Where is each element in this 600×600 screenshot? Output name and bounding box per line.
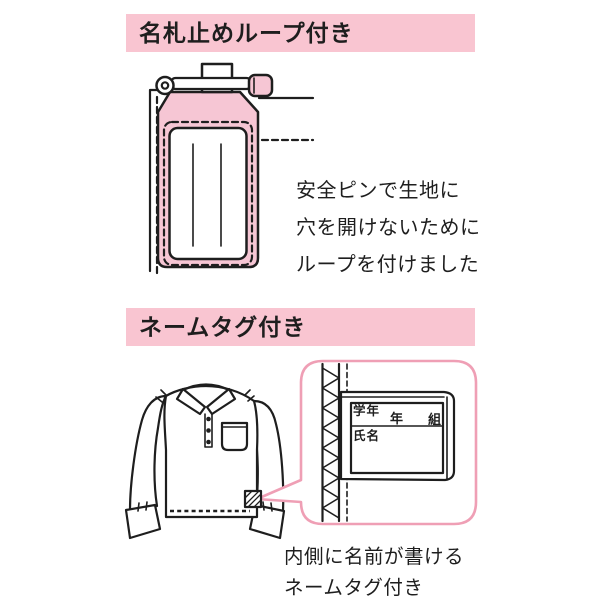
tag-grade-label: 学年	[353, 403, 380, 418]
loop-description-line-3: ループを付けました	[296, 254, 480, 276]
cuff-gathers	[137, 501, 273, 512]
nametag-holder-illustration	[148, 62, 315, 278]
tag-class-label: 組	[428, 412, 442, 427]
chest-pocket	[220, 421, 249, 452]
loop-description: 安全ピンで生地に 穴を開けないために ループを付けました	[296, 173, 481, 284]
placket	[204, 413, 213, 448]
section-header-nametag: ネームタグ付き	[126, 308, 475, 346]
nametag-callout-bubble: 学年 年 組 氏名	[255, 359, 478, 526]
tag-name-label: 氏名	[353, 428, 380, 443]
fabric-callout-lines	[257, 96, 315, 142]
stitch-border	[162, 120, 254, 267]
nametag-caption-line-2: ネームタグ付き	[284, 577, 424, 599]
name-card-lines	[192, 143, 222, 247]
loop-description-line-1: 安全ピンで生地に	[296, 180, 460, 202]
polo-shirt-illustration	[124, 383, 286, 540]
safety-pin-icon	[155, 73, 274, 98]
tag-year-label: 年	[390, 411, 404, 426]
loop-description-line-2: 穴を開けないために	[296, 217, 481, 239]
shirt-side-tag	[243, 489, 263, 509]
shoulder-gathers	[155, 389, 255, 403]
tag-window	[168, 126, 248, 261]
left-sleeve	[128, 394, 168, 512]
side-seam-detail	[321, 362, 348, 523]
nametag-caption-line-1: 内側に名前が書ける	[284, 546, 465, 568]
section-header-loop: 名札止めループ付き	[126, 14, 475, 52]
name-tag-detail: 学年 年 組 氏名	[339, 390, 456, 482]
right-cuff	[248, 503, 286, 540]
buttons	[206, 416, 211, 445]
left-cuff	[124, 503, 162, 540]
nametag-caption: 内側に名前が書ける ネームタグ付き	[284, 542, 464, 600]
